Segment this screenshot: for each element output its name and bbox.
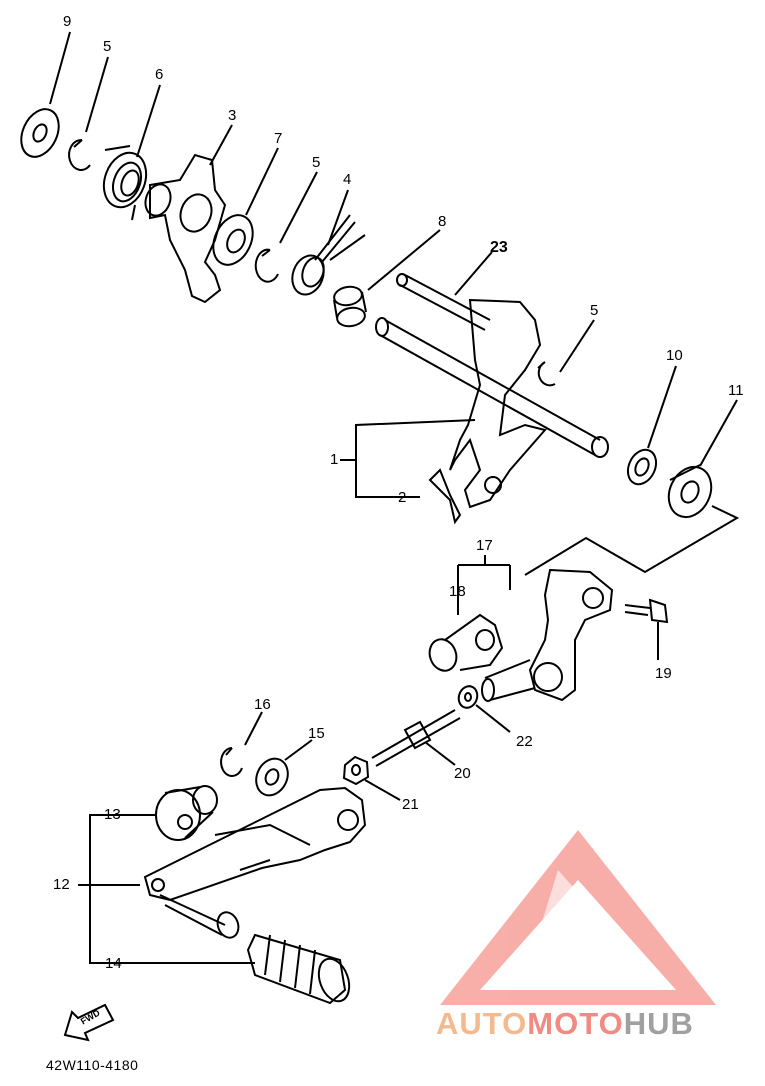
part-15-washer	[255, 739, 313, 797]
label-17: 17	[476, 537, 493, 554]
label-5c: 5	[590, 302, 599, 319]
label-4: 4	[343, 171, 352, 188]
part-7-washer	[212, 214, 254, 266]
label-13: 13	[104, 806, 121, 823]
part-17-shift-arm-link	[481, 568, 614, 702]
label-1: 1	[330, 451, 339, 468]
part-5-circlip-b	[254, 248, 279, 283]
part-6-spring	[102, 145, 148, 221]
leader-7	[245, 147, 279, 216]
bracket-17	[457, 555, 511, 615]
part-16-clip	[220, 747, 243, 777]
leader-10	[647, 365, 677, 449]
part-5-circlip-a	[68, 138, 91, 171]
part-13-collar	[155, 785, 218, 841]
brand-auto: AUTO	[436, 1006, 528, 1041]
part-3-shift-arm	[144, 153, 227, 304]
label-21: 21	[402, 796, 419, 813]
part-23-pin	[396, 273, 491, 331]
leader-11	[699, 399, 738, 467]
leader-5c	[559, 319, 595, 373]
part-4-spring	[291, 214, 366, 296]
label-23: 23	[490, 239, 508, 256]
part-19-bolt	[624, 598, 669, 660]
part-22-nut	[457, 685, 511, 733]
brand-moto: MOTO	[527, 1006, 624, 1041]
bracket-12-14	[89, 814, 255, 964]
part-2-spring	[428, 468, 462, 525]
leader-5a	[85, 56, 109, 133]
connector-line	[524, 505, 740, 576]
label-15: 15	[308, 725, 325, 742]
label-12: 12	[53, 876, 70, 893]
label-18: 18	[449, 583, 466, 600]
label-16: 16	[254, 696, 271, 713]
label-6: 6	[155, 66, 164, 83]
brand-hub: HUB	[623, 1006, 694, 1041]
part-8-collar	[333, 285, 367, 328]
part-18-ball-joint	[428, 613, 504, 672]
leader-23	[454, 251, 493, 296]
part-11-oil-seal	[667, 464, 713, 519]
drawing-code: 42W110-4180	[46, 1057, 139, 1073]
watermark-brand: AUTOMOTOHUB	[436, 1006, 694, 1042]
label-20: 20	[454, 765, 471, 782]
label-19: 19	[655, 665, 672, 682]
part-9-washer	[20, 108, 60, 158]
label-5b: 5	[312, 154, 321, 171]
label-10: 10	[666, 347, 683, 364]
part-14-pedal-rubber	[246, 933, 351, 1005]
part-12-pedal-arm	[143, 786, 367, 939]
automotohub-logo-icon	[440, 830, 716, 1005]
leader-9	[49, 31, 71, 105]
label-11: 11	[728, 382, 744, 399]
fwd-arrow-icon	[63, 1003, 115, 1042]
label-9: 9	[63, 13, 72, 30]
part-5-circlip-c	[537, 361, 556, 387]
label-7: 7	[274, 130, 283, 147]
label-2: 2	[398, 489, 407, 506]
part-21-nut	[342, 755, 401, 801]
label-5a: 5	[103, 38, 112, 55]
leader-4	[327, 189, 349, 246]
label-3: 3	[228, 107, 237, 124]
part-1-shift-shaft	[375, 298, 609, 509]
leader-6	[136, 84, 161, 158]
label-22: 22	[516, 733, 533, 750]
part-20-rod	[371, 709, 461, 767]
part-10-washer	[626, 448, 658, 486]
label-14: 14	[105, 955, 122, 972]
label-8: 8	[438, 213, 447, 230]
leader-8	[367, 229, 441, 291]
leader-3	[209, 124, 233, 166]
leader-5b	[279, 171, 318, 244]
